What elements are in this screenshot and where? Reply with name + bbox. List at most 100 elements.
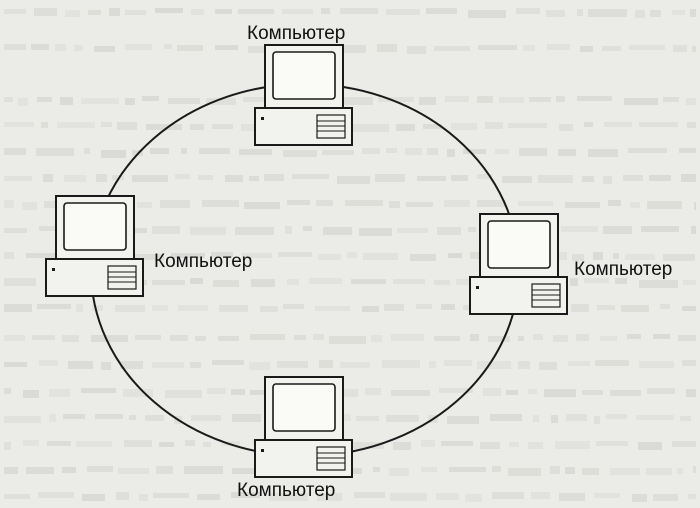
- bleed-through-text-mark: [553, 335, 568, 342]
- bleed-through-text-mark: [495, 149, 509, 154]
- bleed-through-text-mark: [538, 175, 573, 183]
- bleed-through-text-mark: [600, 336, 617, 341]
- bleed-through-text-mark: [76, 441, 112, 447]
- bleed-through-text-mark: [4, 304, 32, 312]
- bleed-through-text-mark: [391, 390, 430, 396]
- bleed-through-text-mark: [441, 441, 473, 446]
- bleed-through-text-mark: [523, 45, 535, 51]
- bleed-through-text-mark: [4, 494, 30, 499]
- bleed-through-text-mark: [4, 388, 11, 394]
- bleed-through-text-mark: [127, 254, 164, 260]
- bleed-through-text-mark: [190, 124, 204, 130]
- bleed-through-text-mark: [397, 228, 428, 233]
- bleed-through-text-mark: [444, 200, 470, 207]
- bleed-through-text-mark: [321, 8, 330, 14]
- bleed-through-text-mark: [603, 176, 612, 184]
- bleed-through-text-mark: [436, 493, 459, 500]
- bleed-through-text-mark: [533, 415, 539, 422]
- bleed-through-text-mark: [303, 226, 312, 231]
- bleed-through-text-mark: [559, 124, 573, 131]
- bleed-through-text-mark: [49, 389, 70, 397]
- bleed-through-text-mark: [449, 467, 486, 472]
- bleed-through-text-mark: [688, 494, 696, 499]
- bleed-through-text-mark: [81, 388, 116, 393]
- bleed-through-text-mark: [197, 494, 220, 500]
- bleed-through-text-mark: [109, 8, 120, 16]
- bleed-through-text-mark: [4, 362, 27, 367]
- bleed-through-text-mark: [4, 442, 11, 450]
- bleed-through-text-mark: [152, 362, 184, 368]
- bleed-through-text-mark: [191, 9, 204, 15]
- computer-label-bottom: Компьютер: [237, 480, 336, 501]
- bleed-through-text-mark: [594, 416, 600, 424]
- bleed-through-text-mark: [137, 202, 152, 208]
- bleed-through-text-mark: [215, 45, 238, 50]
- bleed-through-text-mark: [156, 466, 173, 474]
- bleed-through-text-mark: [389, 201, 400, 208]
- bleed-through-text-mark: [606, 414, 627, 419]
- bleed-through-text-mark: [4, 278, 36, 286]
- bleed-through-text-mark: [249, 176, 259, 181]
- bleed-through-text-mark: [492, 492, 524, 499]
- bleed-through-text-mark: [547, 44, 570, 50]
- bleed-through-text-mark: [546, 10, 565, 17]
- bleed-through-text-mark: [477, 174, 492, 179]
- bleed-through-text-mark: [441, 304, 455, 310]
- bleed-through-text-mark: [115, 305, 145, 312]
- bleed-through-text-mark: [556, 96, 565, 102]
- bleed-through-text-mark: [336, 97, 373, 105]
- bleed-through-text-mark: [421, 440, 435, 447]
- bleed-through-text-mark: [215, 9, 232, 14]
- bleed-through-text-mark: [142, 96, 159, 101]
- bleed-through-text-mark: [362, 148, 380, 154]
- bleed-through-text-mark: [653, 334, 670, 339]
- bleed-through-text-mark: [125, 44, 152, 50]
- bleed-through-text-mark: [340, 362, 370, 368]
- bleed-through-text-mark: [101, 122, 112, 127]
- bleed-through-text-mark: [577, 96, 612, 101]
- computer-icon-right: [469, 213, 568, 315]
- bleed-through-text-mark: [207, 388, 226, 394]
- bleed-through-text-mark: [410, 254, 436, 261]
- bleed-through-text-mark: [582, 176, 594, 182]
- bleed-through-text-mark: [322, 150, 354, 155]
- bleed-through-text-mark: [32, 335, 55, 340]
- bleed-through-text-mark: [499, 97, 524, 103]
- bleed-through-text-mark: [690, 9, 696, 17]
- bleed-through-text-mark: [212, 124, 233, 129]
- computer-label-left: Компьютер: [154, 251, 253, 272]
- bleed-through-text-mark: [653, 494, 678, 501]
- bleed-through-text-mark: [528, 442, 543, 449]
- bleed-through-text-mark: [550, 466, 560, 474]
- bleed-through-text-mark: [584, 122, 593, 127]
- bleed-through-text-mark: [363, 253, 398, 260]
- bleed-through-text-mark: [571, 304, 589, 312]
- bleed-through-text-mark: [359, 228, 392, 236]
- bleed-through-text-mark: [4, 44, 26, 50]
- bleed-through-text-mark: [448, 253, 462, 258]
- bleed-through-text-mark: [18, 98, 28, 106]
- bleed-through-text-mark: [356, 416, 379, 421]
- bleed-through-text-mark: [231, 389, 245, 395]
- bleed-through-text-mark: [565, 467, 575, 474]
- bleed-through-text-mark: [212, 360, 244, 365]
- bleed-through-text-mark: [508, 468, 541, 476]
- bleed-through-text-mark: [447, 416, 479, 424]
- bleed-through-text-mark: [639, 122, 678, 127]
- bleed-through-text-mark: [242, 253, 272, 258]
- bleed-through-text-mark: [190, 227, 226, 235]
- computer-icon-left: [45, 195, 144, 297]
- bleed-through-text-mark: [94, 46, 115, 52]
- bleed-through-text-mark: [87, 466, 113, 472]
- bleed-through-text-mark: [181, 148, 187, 154]
- bleed-through-text-mark: [152, 280, 185, 285]
- bleed-through-text-mark: [682, 360, 696, 366]
- bleed-through-text-mark: [23, 440, 39, 446]
- bleed-through-text-mark: [4, 200, 14, 208]
- bleed-through-text-mark: [160, 200, 190, 208]
- bleed-through-text-mark: [377, 44, 397, 52]
- bleed-through-text-mark: [649, 175, 671, 181]
- bleed-through-text-mark: [437, 227, 461, 235]
- bleed-through-text-mark: [129, 415, 136, 420]
- bleed-through-text-mark: [650, 10, 661, 17]
